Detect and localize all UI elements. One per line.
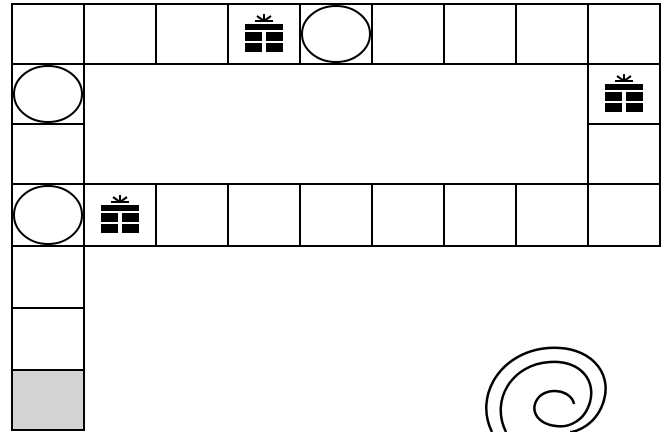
board-cell-top-3 <box>156 4 228 64</box>
board-cell-mid-6 <box>372 184 444 246</box>
circle-token <box>14 66 82 122</box>
board-cell-right-2 <box>588 124 660 184</box>
board-cell-mid-8 <box>516 184 588 246</box>
board-cell-top-4 <box>228 4 300 64</box>
board-cell-top-1 <box>12 4 84 64</box>
circle-token <box>14 186 82 244</box>
spiral-decoration <box>486 348 605 432</box>
board-cell-left-2 <box>12 124 84 184</box>
circle-token <box>302 6 370 62</box>
board-cell-left-1 <box>12 64 84 124</box>
board-cell-top-8 <box>516 4 588 64</box>
board-cell-mid-7 <box>444 184 516 246</box>
board-cell-down-2 <box>12 308 84 370</box>
board-cell-mid-9 <box>588 184 660 246</box>
board-cell-down-1 <box>12 246 84 308</box>
board-cell-mid-5 <box>300 184 372 246</box>
board-cell-top-9 <box>588 4 660 64</box>
board-cell-top-5 <box>300 4 372 64</box>
board-cell-top-7 <box>444 4 516 64</box>
board-cells <box>12 4 660 430</box>
board-cell-down-3 <box>12 370 84 430</box>
board-cell-top-2 <box>84 4 156 64</box>
board-cell-mid-1 <box>12 184 84 246</box>
board-cell-mid-4 <box>228 184 300 246</box>
board-cell-mid-3 <box>156 184 228 246</box>
board-cell-right-1 <box>588 64 660 124</box>
board-cell-mid-2 <box>84 184 156 246</box>
board-cell-top-6 <box>372 4 444 64</box>
